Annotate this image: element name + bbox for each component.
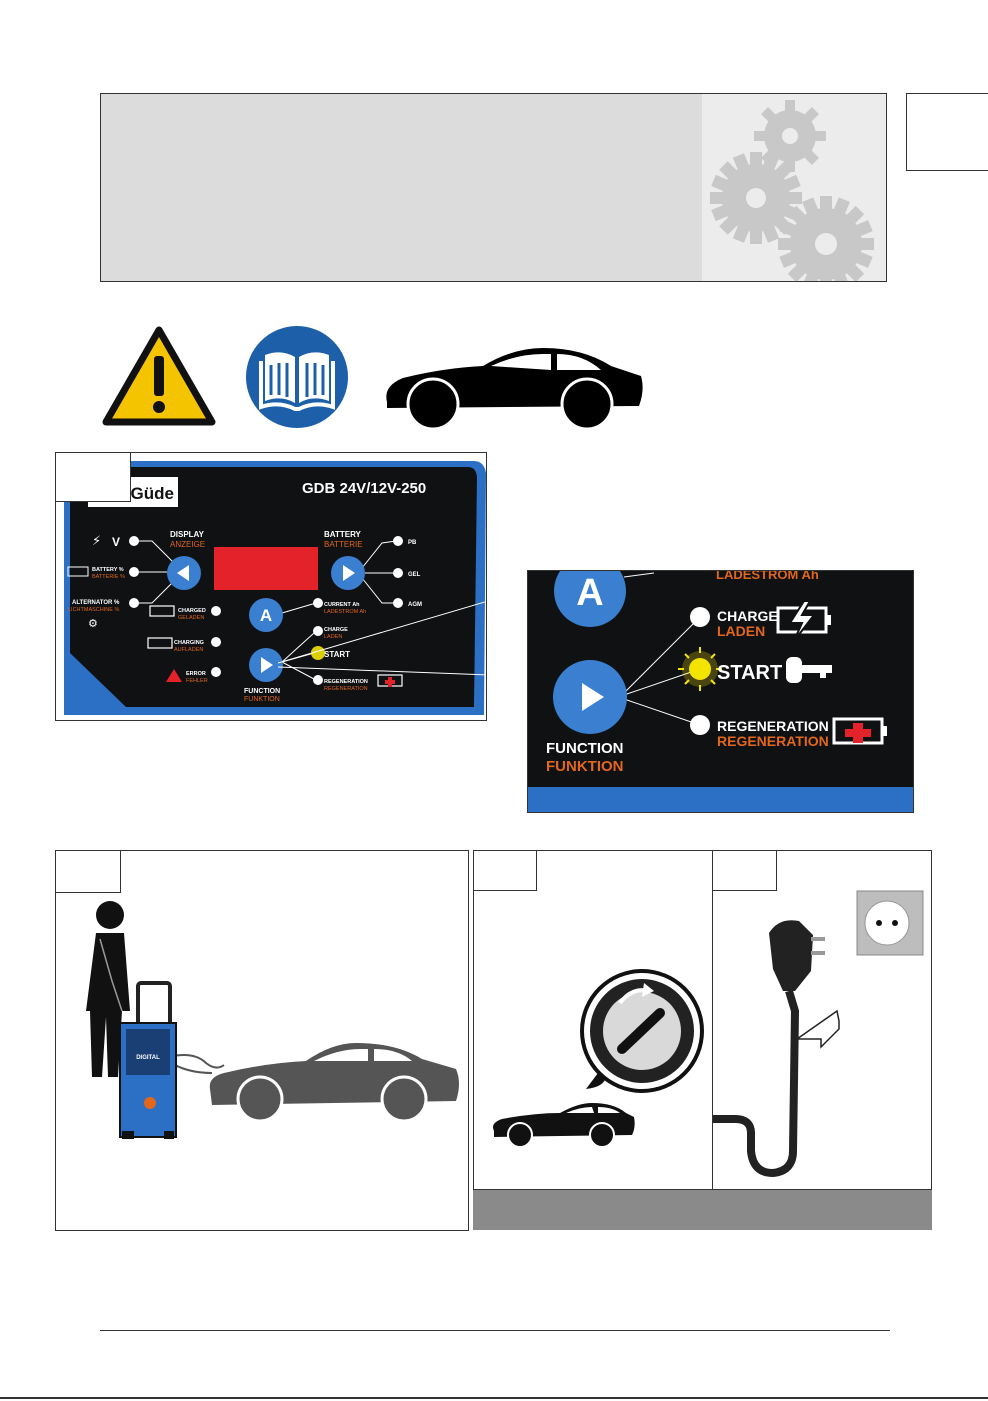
gear-panel [702, 94, 886, 281]
zoom-charge-label: CHARGE [717, 608, 778, 624]
zoom-a-button[interactable] [554, 571, 626, 627]
function-label: FUNCTION [244, 688, 280, 695]
ignition-key-icon [580, 969, 704, 1093]
charged-label: CHARGED [178, 608, 206, 614]
battery-label-de: BATTERIE [324, 540, 363, 549]
display-label: DISPLAY [170, 530, 205, 539]
volt-label: V [112, 535, 120, 549]
model-name: GDB 24V/12V-250 [302, 480, 426, 497]
error-label-de: FEHLER [186, 678, 208, 684]
charged-label-de: GELADEN [178, 615, 204, 621]
car-silhouette [209, 1043, 459, 1123]
charge-label-de: LADEN [324, 634, 342, 640]
footer-rule [100, 1330, 890, 1331]
current-label-de: LADESTROM Ah [324, 609, 366, 615]
warning-icon [102, 326, 216, 426]
wall-socket-icon [856, 890, 924, 956]
battery-pct-label: BATTERY % [92, 567, 124, 573]
page-bottom-rule [0, 1397, 988, 1399]
regeneration-label-de: REGENERATION [324, 686, 368, 692]
alternator-label-de: LICHTMASCHINE % [68, 607, 119, 613]
current-a-button[interactable] [249, 598, 283, 632]
type-gel: GEL [408, 572, 421, 578]
charged-battery-icon [149, 605, 175, 617]
brand-logo: Güde [131, 484, 174, 503]
alternator-label: ALTERNATOR % [72, 600, 120, 606]
display-label-de: ANZEIGE [170, 540, 205, 549]
battery-pct-label-de: BATTERIE % [92, 574, 125, 580]
engine-icon: ⚙ [88, 618, 98, 630]
charging-label: CHARGING [174, 640, 204, 646]
read-manual-icon [246, 326, 348, 428]
charger-label: DIGITAL [136, 1055, 160, 1061]
car-icon [386, 348, 643, 430]
gears-icon [710, 100, 874, 281]
bottom-gray-band [473, 1190, 932, 1230]
car-silhouette-small [493, 1103, 635, 1148]
zoom-regeneration-label: REGENERATION [717, 718, 829, 734]
regeneration-label: REGENERATION [324, 679, 368, 685]
key-icon [786, 657, 832, 683]
start-label: START [324, 650, 350, 659]
zoom-panel: A LADESTROM Ah FUNCTION FUNKTION CHARGE … [527, 570, 914, 813]
zoom-current-label-de: LADESTROM Ah [716, 571, 819, 582]
start-led-glow [311, 646, 325, 660]
zoom-start-label: START [717, 662, 782, 684]
zoom-function-label-de: FUNKTION [546, 758, 624, 775]
power-plug-figure [712, 850, 932, 1190]
zoom-charge-label-de: LADEN [717, 623, 765, 639]
page-tab-box [906, 93, 988, 171]
current-label: CURRENT Ah [324, 602, 360, 608]
type-pb: PB [408, 540, 417, 546]
figure-number-tab [56, 453, 131, 502]
type-agm: AGM [408, 602, 422, 608]
function-label-de: FUNKTION [244, 696, 280, 703]
zoom-a-button-label: A [576, 572, 603, 614]
charge-label: CHARGE [324, 627, 348, 633]
zoom-function-label: FUNCTION [546, 740, 624, 757]
figure-number-tab [56, 851, 121, 893]
current-a-button-label: A [260, 606, 272, 625]
zoom-regeneration-label-de: REGENERATION [717, 733, 829, 749]
figure-number-tab [713, 851, 777, 891]
battery-small-icon [67, 566, 89, 577]
red-display [214, 547, 318, 590]
setup-figure: DIGITAL [55, 850, 469, 1231]
header-banner [100, 93, 887, 282]
control-panel-figure: Güde GDB 24V/12V-250 DISPLAY ANZEIGE ⚡ [55, 452, 487, 721]
battery-label: BATTERY [324, 530, 362, 539]
charging-label-de: AUFLADEN [174, 647, 203, 653]
figure-number-tab [474, 851, 537, 891]
insert-arrow-icon [794, 1009, 840, 1049]
ignition-figure [473, 850, 713, 1190]
error-label: ERROR [186, 671, 206, 677]
start-led-glow [678, 647, 722, 691]
lightning-icon: ⚡ [92, 533, 101, 548]
power-plug-icon [713, 920, 825, 1178]
charging-battery-icon [147, 637, 173, 649]
regeneration-battery-icon [832, 717, 887, 745]
battery-charger-device: DIGITAL [119, 981, 177, 1139]
error-warning-icon [166, 669, 182, 682]
charging-battery-icon [776, 600, 831, 642]
